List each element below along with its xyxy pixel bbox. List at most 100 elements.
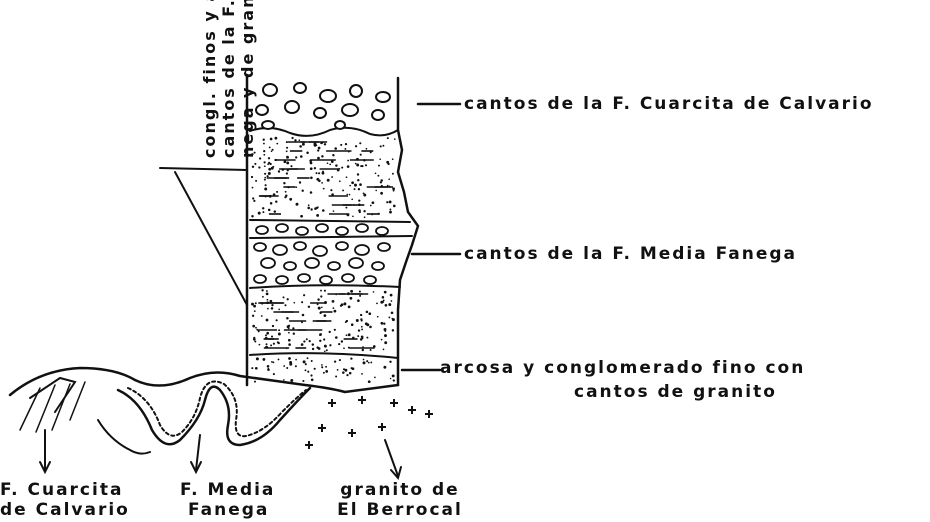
- stipple-dot: [344, 142, 348, 146]
- stipple-dot: [380, 338, 383, 341]
- stipple-dot: [253, 304, 256, 308]
- arrow-media-shaft: [195, 434, 201, 471]
- stipple-dot: [368, 312, 372, 316]
- stipple-dot: [289, 197, 293, 201]
- stipple-dot: [317, 298, 320, 301]
- stipple-dot: [265, 318, 269, 322]
- stipple-dot: [391, 158, 394, 161]
- stipple-dot: [384, 303, 388, 307]
- stipple-dot: [261, 207, 265, 210]
- stipple-dot: [366, 360, 369, 363]
- stipple-dot: [392, 187, 395, 191]
- arrow-granito-head: [390, 466, 402, 481]
- stipple-dot: [366, 336, 369, 339]
- stipple-dot: [308, 340, 311, 343]
- stipple-dot: [358, 290, 361, 293]
- stipple-dot: [322, 371, 325, 374]
- stipple-dot: [361, 348, 365, 352]
- stipple-dot: [283, 181, 286, 185]
- stipple-dot: [336, 369, 339, 371]
- lamination-dashes: [256, 141, 393, 349]
- stipple-dot: [275, 200, 278, 203]
- stipple-dot: [311, 347, 315, 351]
- stipple-dot: [288, 331, 290, 334]
- stipple-dot: [255, 326, 257, 329]
- stipple-dot: [254, 302, 257, 305]
- stipple-dot: [285, 150, 288, 153]
- fold-inner-line: [97, 419, 151, 455]
- stipple-dot: [359, 313, 363, 317]
- stipple-dot: [367, 361, 370, 364]
- stipple-dot: [388, 200, 392, 204]
- stipple-dot: [320, 306, 323, 309]
- stipple-dot: [345, 319, 349, 323]
- stipple-dot: [349, 184, 352, 187]
- leader-side-note: [159, 167, 248, 171]
- stipple-dot: [262, 357, 266, 361]
- stipple-dot: [302, 379, 305, 383]
- stipple-dot: [350, 357, 353, 360]
- stipple-dot: [285, 194, 288, 198]
- stipple-dot: [364, 164, 368, 167]
- stipple-dot: [365, 310, 369, 314]
- stipple-dot: [317, 347, 321, 350]
- stipple-dot: [293, 301, 296, 304]
- stipple-dot: [255, 179, 258, 182]
- stipple-dot: [348, 371, 352, 375]
- stipple-dot: [388, 316, 391, 319]
- stipple-dot: [268, 146, 271, 149]
- stipple-dot: [389, 293, 393, 297]
- stipple-dot: [321, 364, 323, 366]
- stipple-dot: [309, 191, 313, 194]
- stipple-dot: [317, 149, 320, 152]
- stipple-dot: [363, 210, 366, 213]
- stipple-dot: [354, 162, 357, 165]
- stipple-dot: [258, 157, 262, 160]
- stipple-dot: [384, 341, 388, 345]
- granite-crosses: [305, 396, 433, 449]
- stipple-dot: [362, 192, 365, 195]
- fold-outer-contact: [8, 366, 400, 397]
- stipple-dot: [346, 165, 350, 168]
- stipple-dot: [266, 298, 269, 301]
- stipple-dot: [261, 289, 264, 292]
- pebbles-calvario: [255, 82, 391, 130]
- stipple-dot: [286, 161, 290, 165]
- stipple-dot: [255, 357, 259, 361]
- stipple-dot: [277, 170, 281, 173]
- stipple-dot: [380, 191, 384, 195]
- stipple-dot: [351, 181, 354, 185]
- stipple-dot: [358, 199, 361, 202]
- stipple-dot: [264, 187, 268, 191]
- stipple-dot: [340, 340, 344, 343]
- stipple-dot: [286, 146, 289, 149]
- stipple-dot: [254, 340, 257, 343]
- stipple-dot: [301, 321, 303, 324]
- stipple-dot: [359, 294, 362, 297]
- boundary-media-top-2: [249, 235, 413, 239]
- stipple-dot: [267, 368, 270, 372]
- stipple-dot: [378, 164, 380, 167]
- stipple-dot: [316, 213, 320, 217]
- stipple-dot: [257, 330, 260, 333]
- stipple-dot: [326, 178, 330, 182]
- stipple-dot: [274, 136, 278, 140]
- stipple-dot: [266, 175, 269, 178]
- stipple-dot: [332, 307, 335, 310]
- stipple-dot: [262, 142, 265, 145]
- stipple-dot: [359, 153, 362, 156]
- stipple-dot: [325, 349, 328, 352]
- stipple-dot: [362, 361, 366, 365]
- label-arcosa-line-1: arcosa y conglomerado fino con: [440, 358, 806, 378]
- stipple-dot: [313, 367, 316, 370]
- stipple-dot: [323, 338, 326, 341]
- stipple-dot: [265, 290, 268, 292]
- stipple-dot: [277, 358, 280, 361]
- stipple-dot: [330, 160, 334, 163]
- stipple-dot: [301, 142, 305, 146]
- boundary-top-conglomerate: [249, 126, 399, 137]
- stipple-dot: [252, 337, 256, 341]
- stipple-dot: [263, 149, 266, 153]
- stipple-dot: [331, 193, 334, 196]
